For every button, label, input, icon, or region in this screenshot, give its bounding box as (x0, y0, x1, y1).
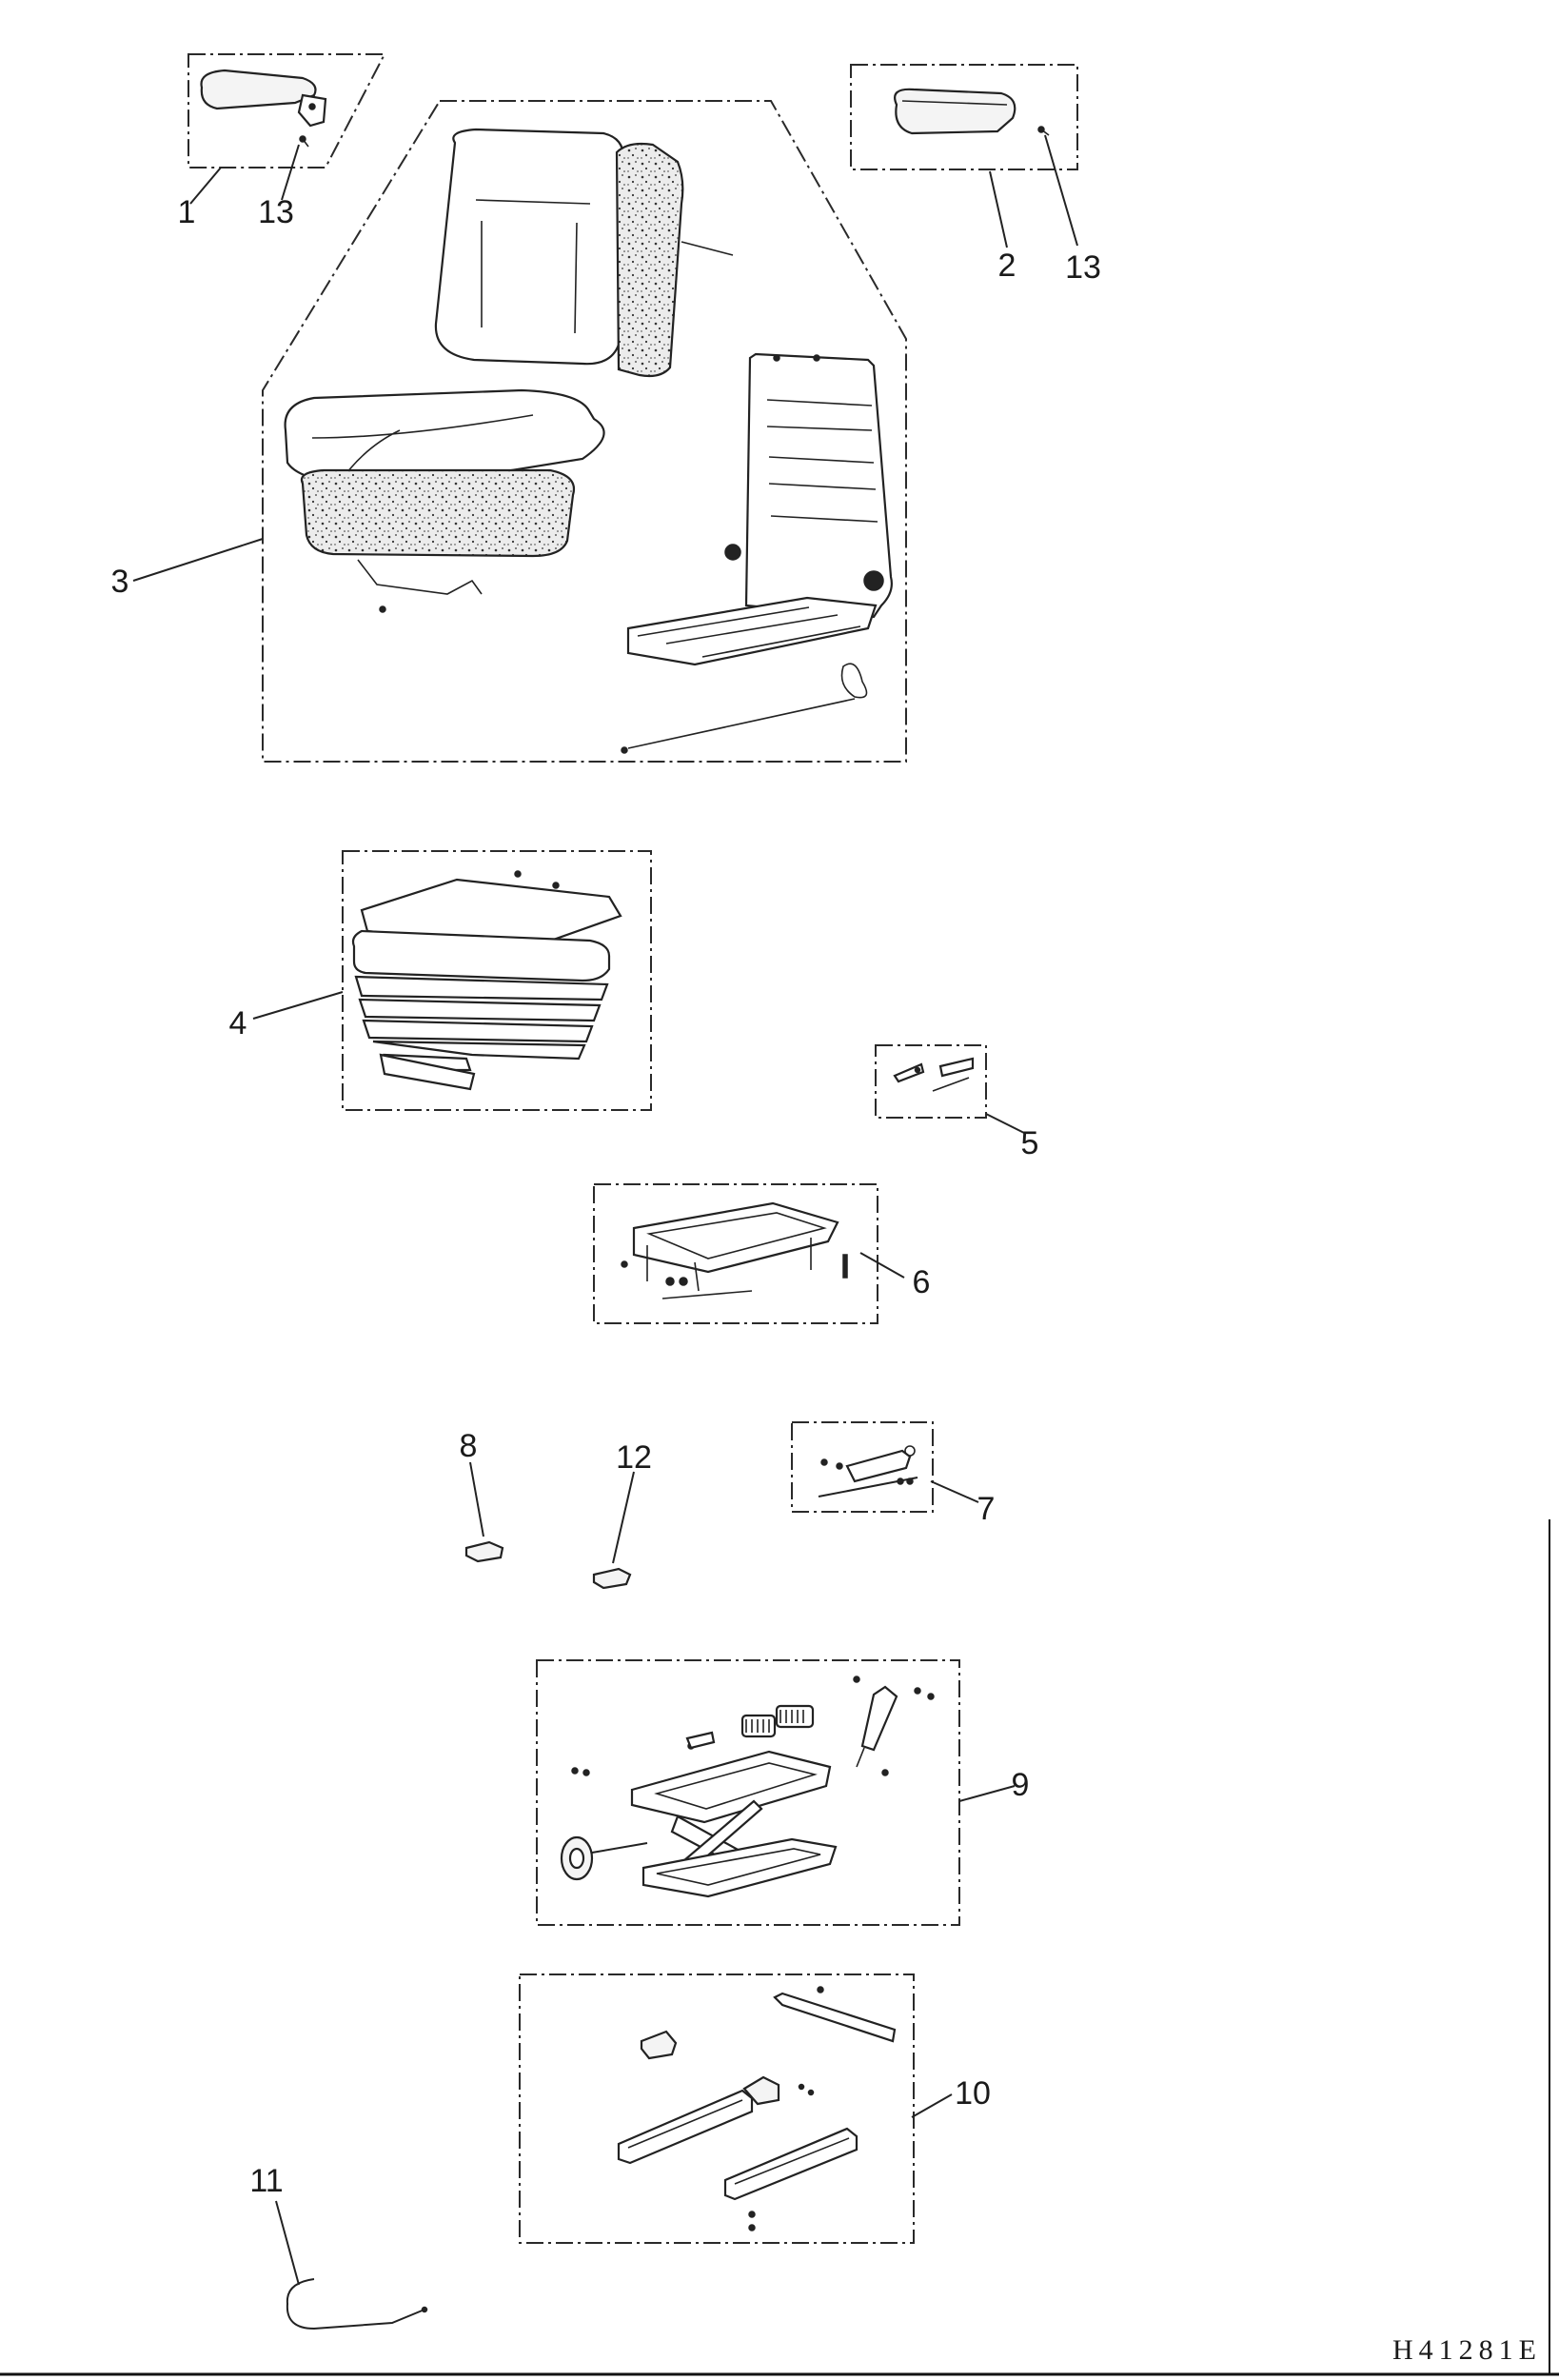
part-9-scissor-suspension (536, 1659, 1016, 1926)
part-11-bent-rod (275, 2200, 428, 2330)
drawing-code: H41281E (1392, 2334, 1542, 2366)
callout-9: 9 (1012, 1767, 1030, 1803)
pad-icon (592, 1567, 632, 1590)
callout-7: 7 (977, 1491, 996, 1527)
part-4-suspension-bellows (252, 850, 652, 1111)
seat-assembly-icon (284, 128, 893, 754)
scissor-suspension-icon (560, 1676, 935, 1898)
part-5-clips (875, 1044, 1025, 1134)
part-6-seat-frame (593, 1183, 905, 1324)
bent-rod-icon (286, 2278, 428, 2330)
callout-5: 5 (1021, 1125, 1039, 1161)
part-12-pad (592, 1471, 635, 1590)
screw-icon (299, 135, 309, 148)
callout-1: 1 (178, 194, 196, 230)
callout-12: 12 (616, 1439, 652, 1476)
rod-bracket-icon (818, 1445, 918, 1497)
seat-frame-bracket-icon (621, 1201, 848, 1299)
part-1-left-armrest (187, 53, 386, 205)
part-7-rod-bracket (791, 1421, 979, 1513)
callout-13-right: 13 (1065, 249, 1101, 286)
screw-icon (1037, 126, 1050, 136)
pad-icon (464, 1540, 504, 1563)
part-3-seat-assembly (132, 100, 907, 763)
callout-13-left: 13 (258, 194, 294, 230)
spring-icon (740, 1704, 815, 1738)
callout-4: 4 (229, 1005, 247, 1041)
callout-11: 11 (249, 2163, 283, 2199)
suspension-bellows-icon (351, 870, 622, 1091)
callout-6: 6 (913, 1264, 931, 1300)
part-2-right-armrest (850, 64, 1078, 248)
part-8-pad (464, 1461, 504, 1563)
callout-8: 8 (460, 1428, 478, 1464)
clip-pair-icon (893, 1057, 975, 1092)
callout-2: 2 (998, 248, 1016, 284)
knob-icon (560, 1835, 648, 1881)
slide-rail-icon (617, 1986, 897, 2231)
callout-10: 10 (955, 2075, 991, 2112)
left-armrest-icon (200, 69, 327, 128)
right-armrest-icon (894, 88, 1016, 135)
callout-3: 3 (111, 564, 129, 600)
part-10-slide-rails (519, 1973, 953, 2244)
